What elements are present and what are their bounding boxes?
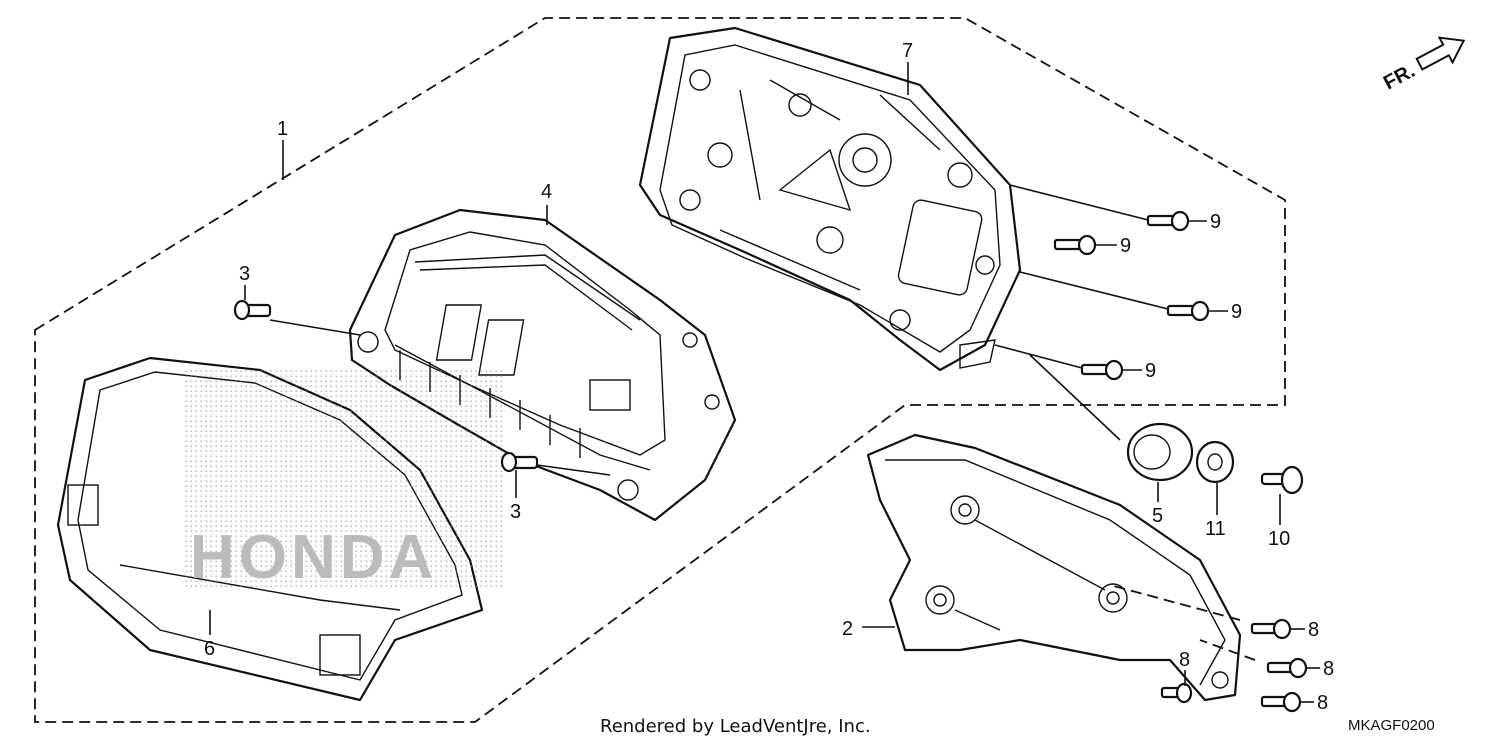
callout-11: 11 [1205, 518, 1226, 540]
screw-part-9-d[interactable] [1080, 359, 1124, 381]
callout-1: 1 [277, 118, 288, 140]
callout-8-c: 8 [1317, 692, 1328, 714]
lower-cover-part-2[interactable] [866, 433, 1242, 702]
screw-part-8-d[interactable] [1160, 682, 1193, 704]
callout-5: 5 [1152, 505, 1163, 527]
front-marker-label: FR. [1380, 60, 1419, 95]
front-direction-marker: FR. [1380, 36, 1466, 95]
screw-part-8-c[interactable] [1260, 691, 1302, 713]
dashed-connector [1109, 584, 1256, 661]
callout-9-c: 9 [1231, 301, 1242, 323]
grommet-part-5[interactable] [1126, 422, 1194, 482]
assembly-outline-1 [34, 17, 1286, 723]
leader-lines [209, 62, 1320, 703]
diagram-code: MKAGF0200 [1348, 717, 1435, 734]
callout-10: 10 [1268, 528, 1290, 550]
callout-3-upper: 3 [239, 263, 250, 285]
callout-9-d: 9 [1145, 360, 1156, 382]
screw-part-9-a[interactable] [1146, 210, 1190, 232]
footer-credit: Rendered by LeadVentJre, Inc. [600, 716, 871, 737]
callout-3-lower: 3 [510, 501, 521, 523]
screw-part-8-a[interactable] [1250, 618, 1292, 640]
callout-9-b: 9 [1120, 235, 1131, 257]
callout-9-a: 9 [1210, 211, 1221, 233]
watermark-text: HONDA [190, 523, 437, 592]
callout-2: 2 [842, 618, 853, 640]
bolt-part-10[interactable] [1260, 465, 1304, 495]
screw-part-8-b[interactable] [1266, 657, 1308, 679]
callout-8-b: 8 [1323, 658, 1334, 680]
callout-labels: 1 2 3 3 4 5 6 7 8 8 8 8 9 9 9 9 10 11 [204, 40, 1334, 714]
meter-unit-part-4[interactable] [348, 208, 737, 522]
visor-part-6[interactable]: HONDA [56, 356, 505, 702]
front-arrow-icon [1415, 36, 1466, 71]
callout-7: 7 [902, 40, 913, 62]
screw-part-3-lower[interactable] [500, 451, 539, 473]
screw-part-3-upper[interactable] [233, 299, 272, 321]
rear-case-part-7[interactable] [638, 26, 1022, 372]
honda-logo-watermark [185, 370, 505, 590]
screw-part-9-c[interactable] [1166, 300, 1210, 322]
washer-part-11[interactable] [1195, 440, 1235, 484]
callout-4: 4 [541, 181, 552, 203]
callout-6: 6 [204, 638, 215, 660]
callout-8-d: 8 [1179, 649, 1190, 671]
screw-part-9-b[interactable] [1053, 234, 1097, 256]
callout-8-a: 8 [1308, 619, 1319, 641]
